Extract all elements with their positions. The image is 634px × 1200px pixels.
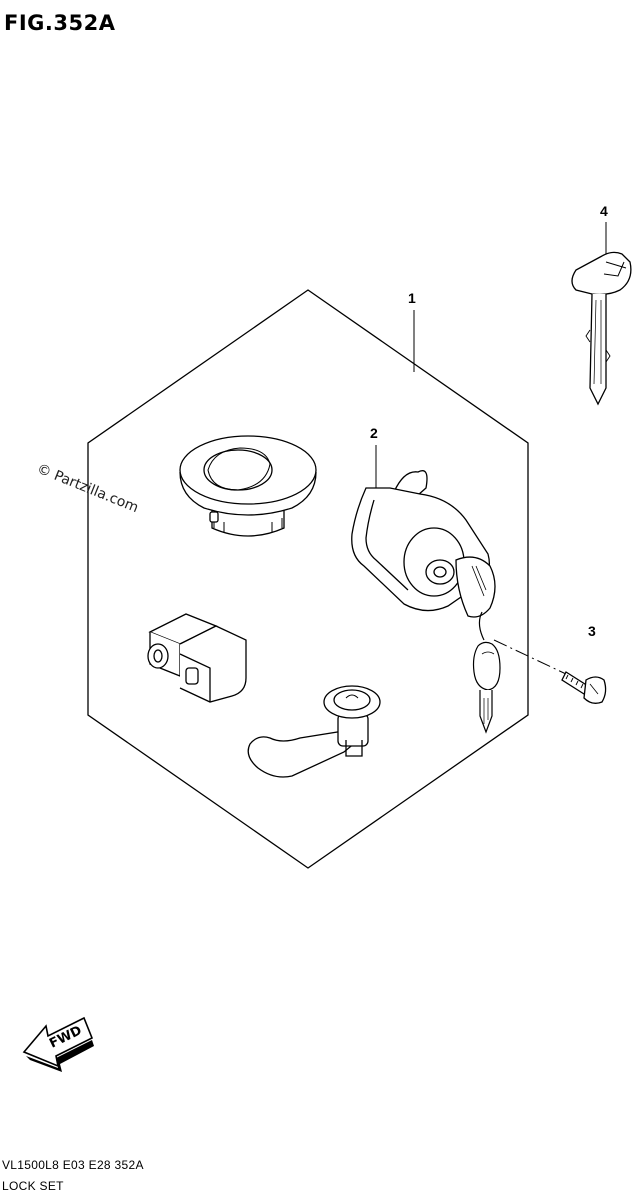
figure-title: FIG.352A [4, 11, 116, 35]
fwd-arrow-shadow [26, 1040, 94, 1072]
callout-3-label: 3 [588, 623, 596, 639]
seat-lock-icon [147, 613, 247, 703]
callout-1-label: 1 [408, 290, 416, 306]
kit-boundary-hexagon [87, 289, 529, 869]
footer-name: LOCK SET [2, 1179, 64, 1193]
helmet-lock-icon [247, 685, 381, 778]
callout-4-label: 4 [600, 203, 608, 219]
screw-leader-dashdot [493, 639, 567, 675]
forward-direction-arrow: FWD [22, 1016, 94, 1072]
callout-2-label: 2 [370, 425, 378, 441]
ignition-switch-icon [351, 470, 496, 618]
blank-key-icon [571, 251, 632, 406]
key-ring-keys-icon [472, 611, 501, 734]
fuel-cap-lock-icon [179, 435, 317, 537]
screw-icon [561, 671, 607, 704]
footer-code: VL1500L8 E03 E28 352A [2, 1158, 144, 1172]
